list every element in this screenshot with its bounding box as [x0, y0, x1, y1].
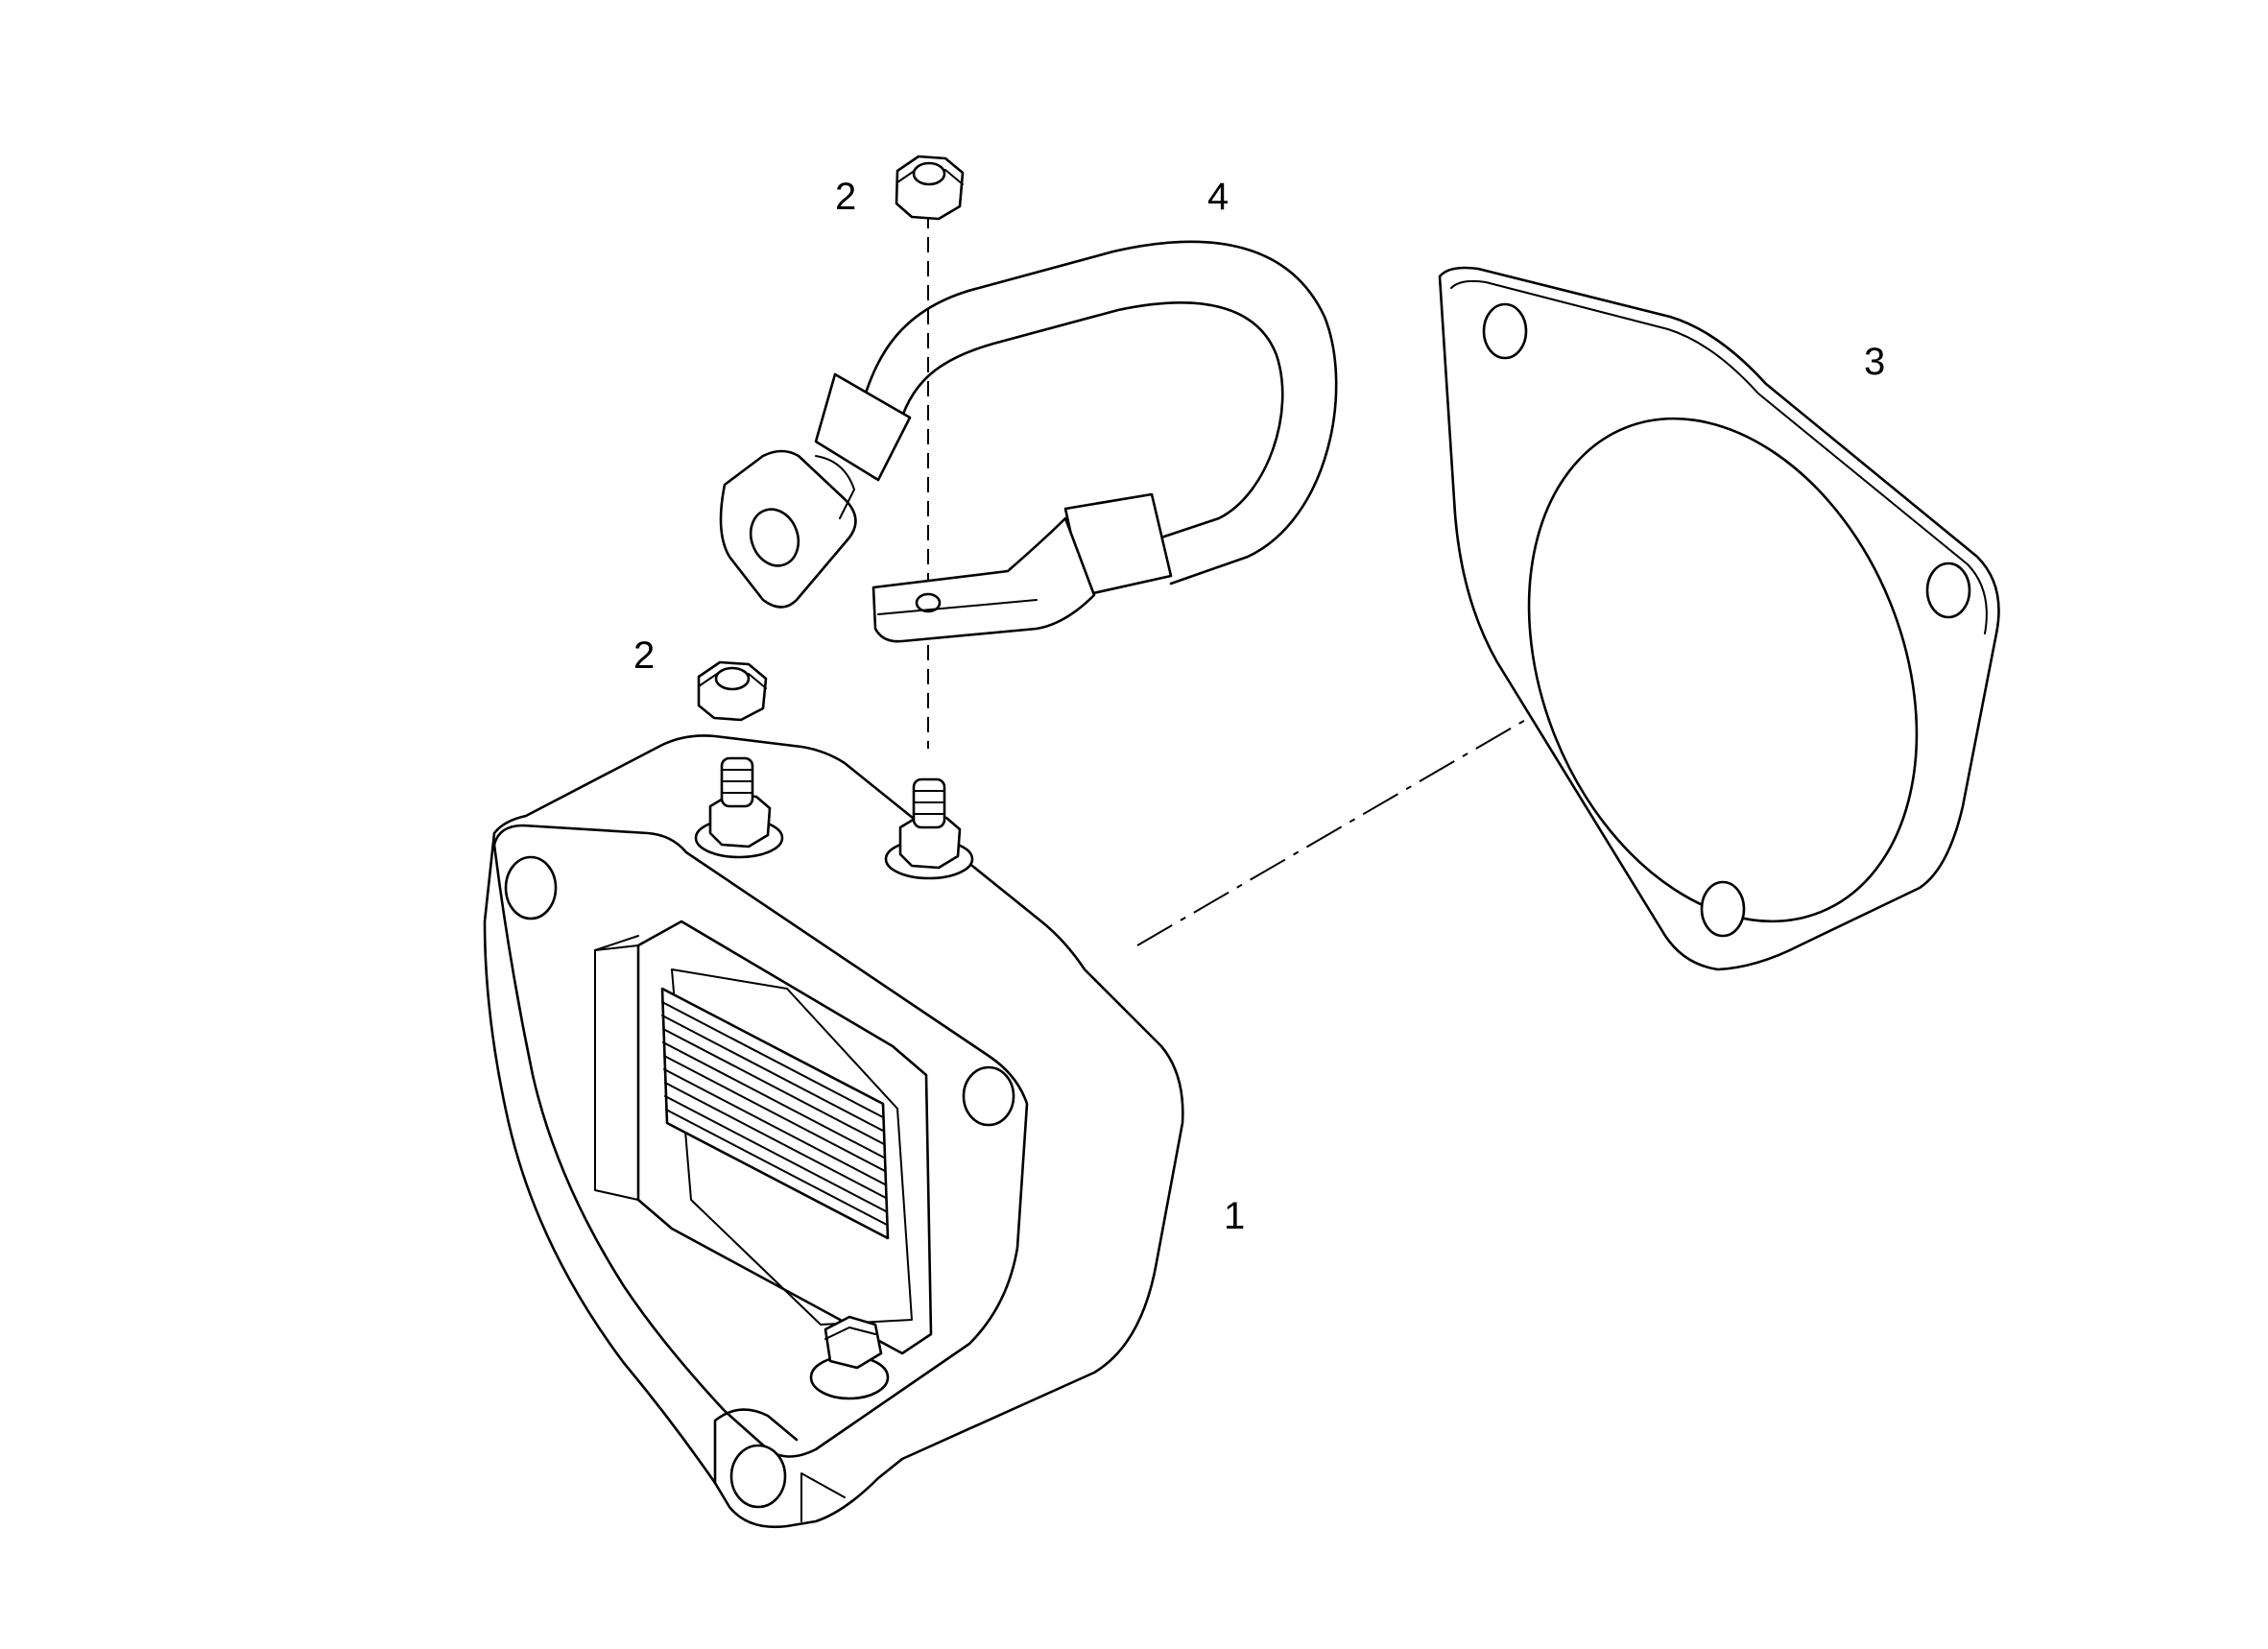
- cable-part-4: [719, 240, 1338, 643]
- housing-bolt-hole: [962, 1065, 1015, 1127]
- callout-4: 4: [1207, 176, 1229, 218]
- gasket-bolt-hole: [1925, 562, 1971, 619]
- callout-2-top: 2: [835, 176, 856, 218]
- gasket-bolt-hole: [1482, 302, 1528, 360]
- housing-bolt-hole: [504, 855, 558, 920]
- gasket-bolt-hole: [1700, 880, 1746, 938]
- housing-part-1: [483, 734, 1184, 1529]
- housing-bolt-hole: [729, 1444, 787, 1509]
- gasket-opening: [1527, 417, 1919, 923]
- gasket-part-3: [1438, 266, 2000, 971]
- ring-lug: [871, 516, 1096, 643]
- nut-part-2-lower: [697, 660, 768, 722]
- callout-1: 1: [1224, 1195, 1245, 1237]
- terminal-stud-left: [694, 756, 784, 859]
- cable-sleeve: [814, 372, 912, 482]
- nut-part-2-top: [895, 155, 965, 221]
- terminal-stud-right: [884, 777, 974, 880]
- heating-element-fins: [660, 987, 890, 1240]
- callout-2-lower: 2: [633, 634, 655, 677]
- housing-screw: [809, 1315, 890, 1400]
- callout-3: 3: [1864, 341, 1885, 383]
